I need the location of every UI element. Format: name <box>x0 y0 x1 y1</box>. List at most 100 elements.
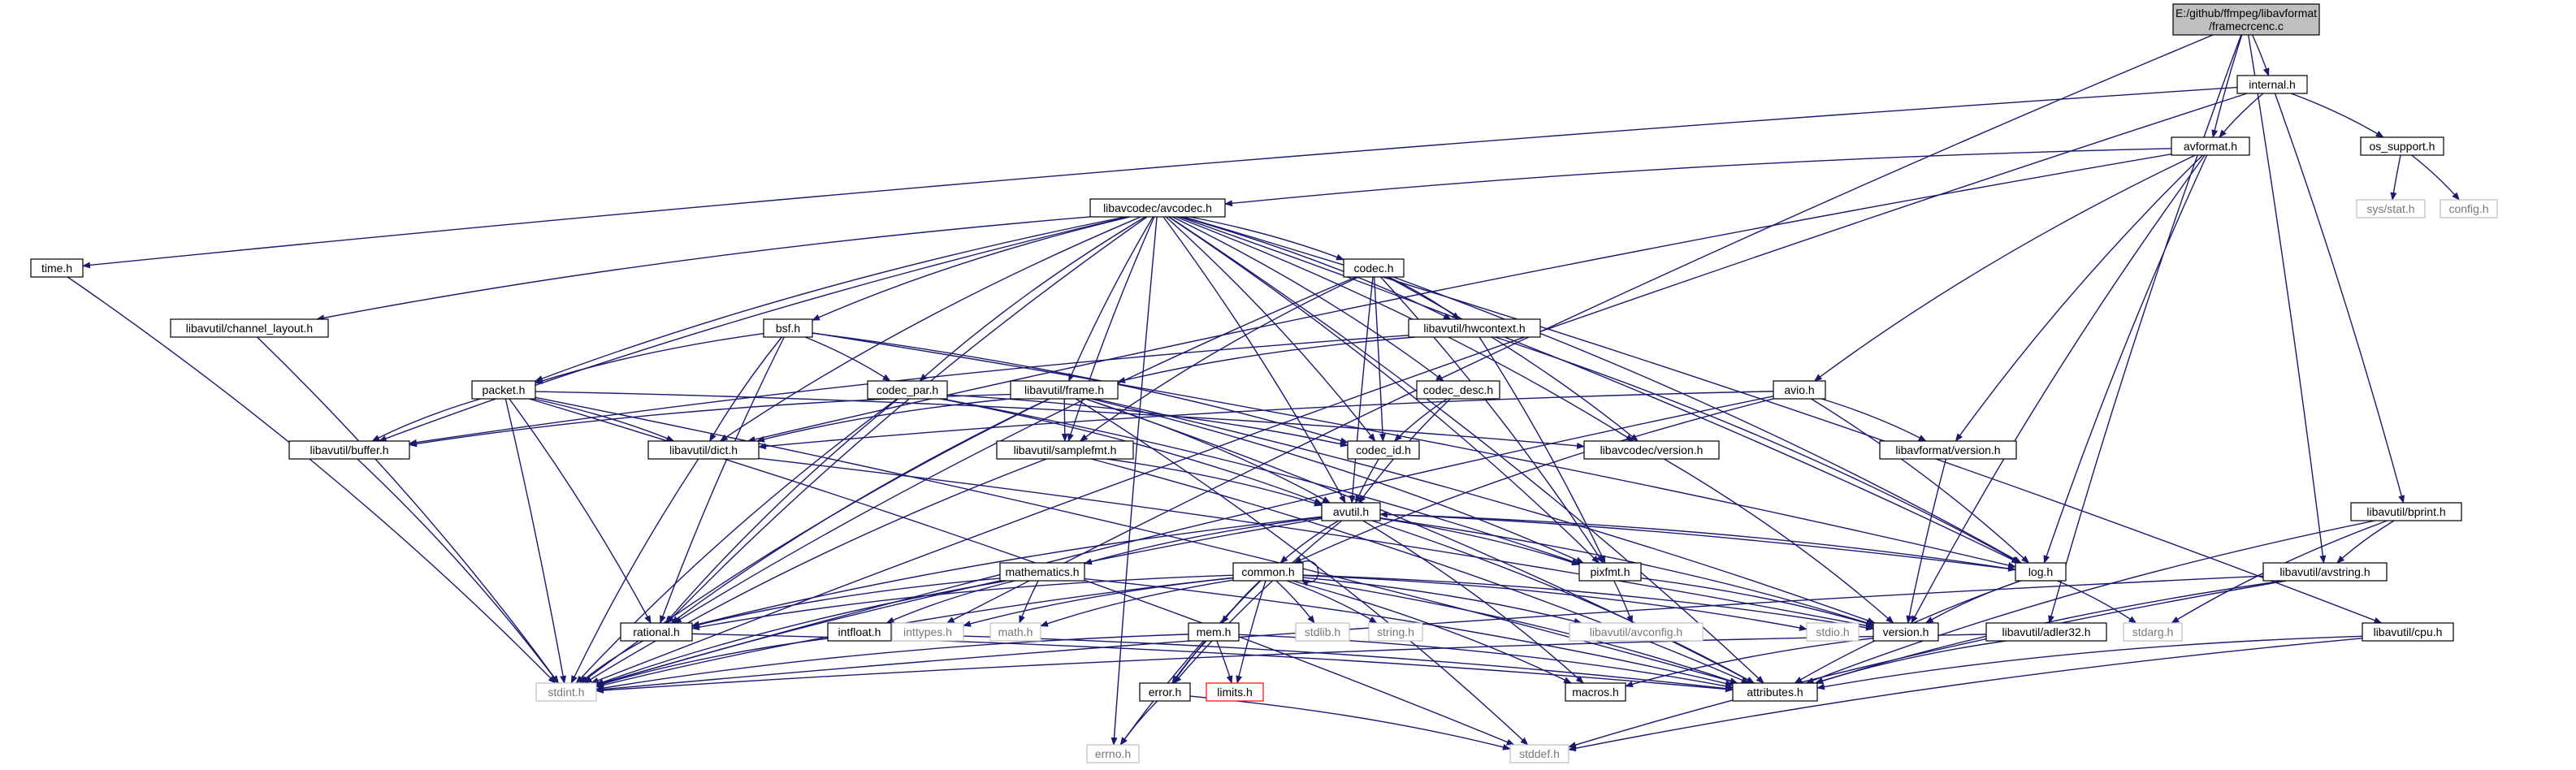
edge-libavcodec_avcodec_h-to-codec_id_h <box>1165 216 1376 442</box>
node-root[interactable]: E:/github/ffmpeg/libavformat/framecrcenc… <box>2172 3 2320 36</box>
edge-common_h-to-rational_h <box>691 574 1234 631</box>
node-codec-par-h[interactable]: codec_par.h <box>867 380 948 400</box>
node-os-support-h[interactable]: os_support.h <box>2360 136 2444 156</box>
node-box <box>471 380 536 400</box>
edge-libavutil_adler32_h-to-stdint_h <box>595 634 1987 694</box>
node-label: stddef.h <box>1519 747 1560 760</box>
node-label: sys/stat.h <box>2366 202 2414 215</box>
node-label: stdarg.h <box>2132 625 2174 638</box>
node-box <box>2440 199 2498 218</box>
node-inttypes-h[interactable]: inttypes.h <box>891 622 964 642</box>
node-libavcodec-version-h[interactable]: libavcodec/version.h <box>1583 440 1720 460</box>
node-box <box>996 440 1134 460</box>
node-stdio-h[interactable]: stdio.h <box>1806 622 1859 642</box>
node-string-h[interactable]: string.h <box>1368 622 1423 642</box>
node-libavutil-channel-layout-h[interactable]: libavutil/channel_layout.h <box>170 318 329 338</box>
edge-internal_h-to-libavutil_bprint_h <box>2274 93 2405 504</box>
edge-common_h-to-stdio_h <box>1302 574 1808 631</box>
node-box <box>1408 318 1541 338</box>
node-label: avformat.h <box>2184 140 2237 153</box>
node-label: mathematics.h <box>1005 565 1079 578</box>
node-libavutil-hwcontext-h[interactable]: libavutil/hwcontext.h <box>1408 318 1541 338</box>
node-label: libavutil/samplefmt.h <box>1014 443 1117 456</box>
node-config-h[interactable]: config.h <box>2440 199 2498 218</box>
edge-mathematics_h-to-math_h <box>1019 580 1039 624</box>
node-error-h[interactable]: error.h <box>1139 682 1191 702</box>
edge-root-to-libavutil_adler32_h <box>2048 34 2242 624</box>
edge-mathematics_h-to-rational_h <box>691 578 1001 628</box>
node-stdlib-h[interactable]: stdlib.h <box>1295 622 1350 642</box>
node-math-h[interactable]: math.h <box>989 622 1041 642</box>
node-label: libavcodec/avcodec.h <box>1103 201 1212 214</box>
edge-codec_desc_h-to-codec_id_h <box>1393 398 1448 442</box>
node-libavutil-dict-h[interactable]: libavutil/dict.h <box>647 440 760 460</box>
edge-libavutil_channel_layout_h-to-stdint_h <box>257 336 560 684</box>
edge-codec_par_h-to-avutil_h <box>939 398 1323 504</box>
edge-libavcodec_avcodec_h-to-codec_desc_h <box>1171 216 1444 382</box>
node-libavutil-bprint-h[interactable]: libavutil/bprint.h <box>2350 502 2462 521</box>
node-avio-h[interactable]: avio.h <box>1773 380 1826 400</box>
node-mem-h[interactable]: mem.h <box>1188 622 1240 642</box>
node-mathematics-h[interactable]: mathematics.h <box>999 562 1085 582</box>
node-avutil-h[interactable]: avutil.h <box>1321 502 1381 521</box>
node-libavutil-avconfig-h[interactable]: libavutil/avconfig.h <box>1569 622 1704 642</box>
edge-common_h-to-math_h <box>1040 579 1234 627</box>
edge-root-to-inttypes_h <box>946 34 2214 624</box>
node-intfloat-h[interactable]: intfloat.h <box>827 622 892 642</box>
edge-rational_h-to-attributes_h <box>691 633 1734 693</box>
node-avformat-h[interactable]: avformat.h <box>2171 136 2250 156</box>
node-label: stdio.h <box>1816 625 1849 638</box>
node-version-h[interactable]: version.h <box>1872 622 1939 642</box>
node-internal-h[interactable]: internal.h <box>2236 75 2308 94</box>
edge-avformat_h-to-libavcodec_avcodec_h <box>1224 148 2172 207</box>
node-libavutil-buffer-h[interactable]: libavutil/buffer.h <box>288 440 410 460</box>
node-box <box>989 622 1041 642</box>
node-libavformat-version-h[interactable]: libavformat/version.h <box>1879 440 2017 460</box>
node-macros-h[interactable]: macros.h <box>1565 682 1626 702</box>
node-errno-h[interactable]: errno.h <box>1086 744 1140 764</box>
node-box <box>2171 136 2250 156</box>
node-box <box>763 318 813 338</box>
node-label: pixfmt.h <box>1590 565 1630 578</box>
node-label: rational.h <box>633 625 680 638</box>
edge-internal_h-to-stdint_h <box>590 93 2248 684</box>
node-codec-id-h[interactable]: codec_id.h <box>1347 440 1420 460</box>
node-box <box>1368 622 1423 642</box>
node-libavutil-frame-h[interactable]: libavutil/frame.h <box>1010 380 1119 400</box>
node-libavcodec-avcodec-h[interactable]: libavcodec/avcodec.h <box>1089 198 1226 218</box>
node-bsf-h[interactable]: bsf.h <box>763 318 813 338</box>
node-libavutil-avstring-h[interactable]: libavutil/avstring.h <box>2262 562 2388 582</box>
node-box <box>999 562 1085 582</box>
node-libavutil-samplefmt-h[interactable]: libavutil/samplefmt.h <box>996 440 1134 460</box>
node-box <box>1343 258 1405 278</box>
node-attributes-h[interactable]: attributes.h <box>1732 682 1818 702</box>
node-label: libavutil/hwcontext.h <box>1423 322 1525 335</box>
node-label: errno.h <box>1095 747 1131 760</box>
node-common-h[interactable]: common.h <box>1232 562 1304 582</box>
edge-bsf_h-to-packet_h <box>535 332 764 384</box>
edge-libavcodec_avcodec_h-to-libavutil_cpu_h <box>1184 216 2383 624</box>
node-sys-stat-h[interactable]: sys/stat.h <box>2356 199 2426 218</box>
node-rational-h[interactable]: rational.h <box>620 622 693 642</box>
node-codec-desc-h[interactable]: codec_desc.h <box>1416 380 1500 400</box>
node-pixfmt-h[interactable]: pixfmt.h <box>1578 562 1642 582</box>
node-box <box>1569 622 1704 642</box>
edge-libavutil_frame_h-to-pixfmt_h <box>1090 398 1584 564</box>
node-libavutil-adler32-h[interactable]: libavutil/adler32.h <box>1985 622 2107 642</box>
node-label: codec_id.h <box>1356 443 1411 456</box>
node-stddef-h[interactable]: stddef.h <box>1509 744 1569 764</box>
edge-libavcodec_avcodec_h-to-codec_h <box>1189 216 1344 261</box>
node-log-h[interactable]: log.h <box>2015 562 2067 582</box>
edge-error_h-to-errno_h <box>1119 700 1158 746</box>
node-codec-h[interactable]: codec.h <box>1343 258 1405 278</box>
node-limits-h[interactable]: limits.h <box>1206 682 1264 702</box>
node-libavutil-cpu-h[interactable]: libavutil/cpu.h <box>2362 622 2454 642</box>
node-packet-h[interactable]: packet.h <box>471 380 536 400</box>
edge-codec_h-to-codec_id_h <box>1373 276 1386 442</box>
node-label: log.h <box>2028 565 2053 578</box>
node-stdarg-h[interactable]: stdarg.h <box>2123 622 2183 642</box>
node-time-h[interactable]: time.h <box>30 258 84 278</box>
node-stdint-h[interactable]: stdint.h <box>535 682 597 702</box>
edge-libavutil_frame_h-to-libavutil_samplefmt_h <box>1061 398 1068 442</box>
node-label: string.h <box>1377 625 1414 638</box>
